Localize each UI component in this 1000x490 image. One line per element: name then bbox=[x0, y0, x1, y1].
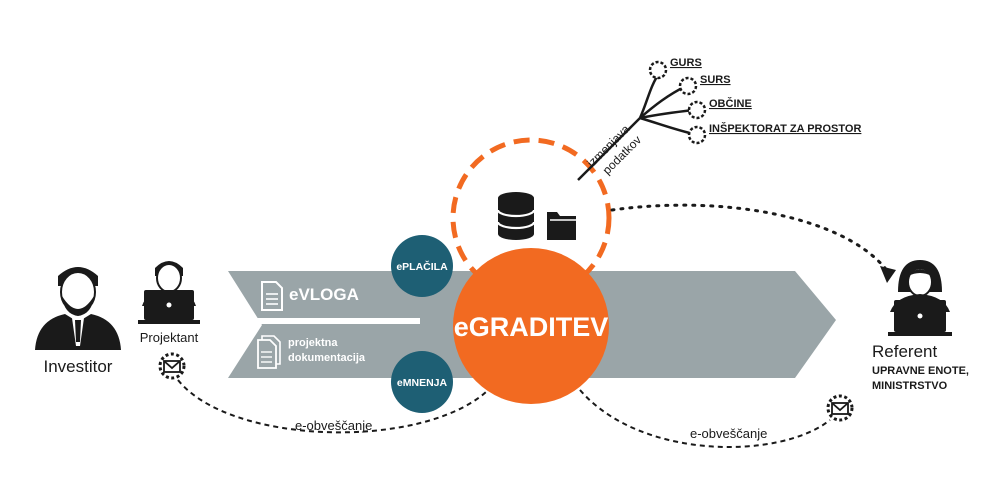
target-node-surs bbox=[678, 76, 698, 96]
mail-icon-right bbox=[826, 394, 854, 422]
target-node-gurs bbox=[648, 60, 668, 80]
target-label-inspektorat: INŠPEKTORAT ZA PROSTOR bbox=[709, 122, 861, 135]
notification-curve-left bbox=[177, 379, 487, 434]
mail-icon-left bbox=[158, 352, 186, 380]
notification-label-right: e-obveščanje bbox=[690, 426, 767, 441]
lane-divider bbox=[240, 318, 420, 324]
investor-icon bbox=[35, 267, 121, 350]
notification-label-left: e-obveščanje bbox=[295, 418, 372, 433]
notification-curve-right bbox=[579, 389, 831, 448]
eplacila-badge bbox=[391, 235, 453, 297]
investor-label: Investitor bbox=[44, 357, 113, 376]
egraditev-circle bbox=[453, 248, 609, 404]
evloga-label: eVLOGA bbox=[289, 285, 359, 304]
eplacila-label: ePLAČILA bbox=[396, 260, 448, 273]
target-node-obcine bbox=[687, 100, 707, 120]
lane-separator bbox=[230, 314, 255, 336]
target-node-inspektorat bbox=[687, 125, 707, 145]
designer-label: Projektant bbox=[140, 330, 199, 345]
emnenja-badge bbox=[391, 351, 453, 413]
emnenja-label: eMNENJA bbox=[397, 377, 448, 389]
target-label-gurs: GURS bbox=[670, 57, 702, 69]
dokumentacija-label-1: projektna bbox=[288, 337, 338, 349]
referent-sub-label-2: MINISTRSTVO bbox=[872, 380, 948, 392]
egraditev-label: eGRADITEV bbox=[454, 312, 609, 342]
dotted-arrow-to-referent bbox=[610, 203, 887, 270]
referent-sub-label-1: UPRAVNE ENOTE, bbox=[872, 365, 969, 377]
designer-icon bbox=[138, 261, 200, 324]
data-exchange-line bbox=[577, 117, 641, 181]
target-label-surs: SURS bbox=[700, 74, 731, 86]
documents-stack-icon bbox=[257, 335, 281, 369]
arrowhead-icon bbox=[880, 266, 896, 283]
referent-label: Referent bbox=[872, 342, 937, 361]
document-icon bbox=[261, 281, 283, 311]
database-icon bbox=[496, 192, 536, 240]
target-label-obcine: OBČINE bbox=[709, 97, 752, 110]
referent-icon bbox=[888, 260, 952, 336]
dokumentacija-label-2: dokumentacija bbox=[288, 352, 366, 364]
folder-icon bbox=[547, 212, 576, 240]
